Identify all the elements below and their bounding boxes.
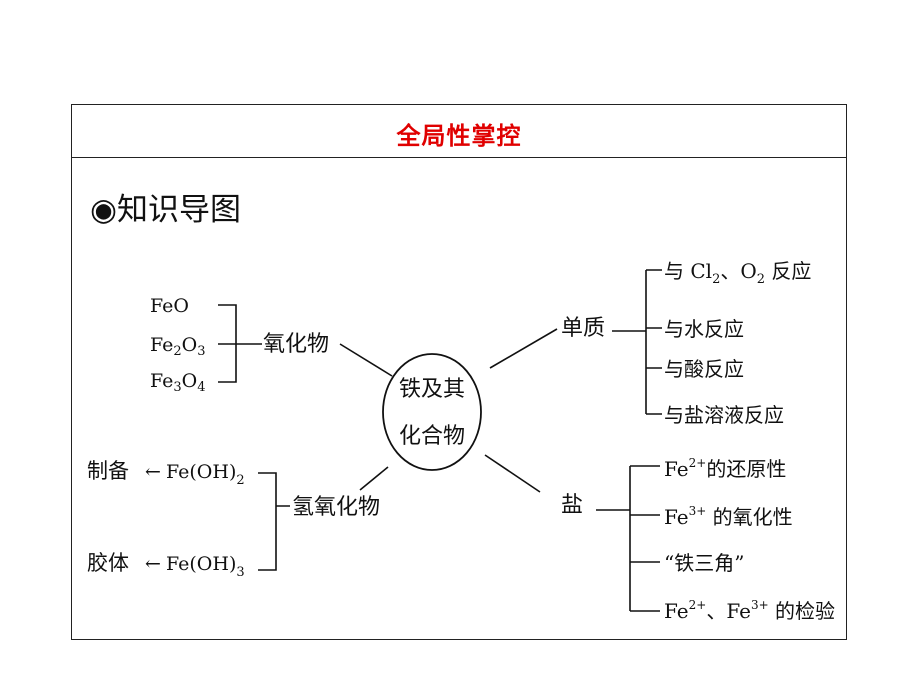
diagram-frame — [71, 104, 847, 640]
hydroxides-label: 氢氧化物 — [292, 495, 380, 520]
salt-fe2-reducing: Fe2+的还原性 — [664, 456, 786, 481]
hydroxide-use-1: 制备 — [87, 459, 129, 483]
reaction-salt-solution: 与盐溶液反应 — [664, 403, 784, 427]
salt-fe3-oxidizing: Fe3+ 的氧化性 — [664, 504, 793, 529]
salt-ion-test: Fe2+、Fe3+ 的检验 — [664, 598, 835, 623]
center-node — [382, 353, 482, 471]
oxide-fe3o4: Fe3O4 — [150, 370, 206, 395]
page-title: 全局性掌控 — [396, 122, 522, 150]
connector-oxides — [339, 343, 393, 377]
hydroxides-bracket — [258, 472, 290, 571]
reaction-water: 与水反应 — [664, 317, 744, 341]
connector-element — [489, 328, 558, 369]
salts-label: 盐 — [561, 493, 583, 518]
connector-salts — [484, 454, 541, 493]
element-label: 单质 — [561, 316, 605, 341]
oxide-fe2o3: Fe2O3 — [150, 334, 206, 359]
reaction-acid: 与酸反应 — [664, 357, 744, 381]
hydroxide-arrow-2: ← — [145, 553, 161, 575]
salts-bracket — [596, 465, 660, 612]
header-divider — [71, 157, 847, 158]
center-label-line1: 铁及其 — [399, 377, 465, 402]
element-bracket — [612, 269, 662, 415]
connector-hydroxides — [359, 466, 389, 491]
center-label-line2: 化合物 — [399, 424, 465, 449]
oxide-feo: FeO — [150, 295, 189, 317]
salt-iron-triangle: “铁三角” — [664, 551, 744, 575]
oxides-label: 氧化物 — [263, 332, 329, 357]
hydroxide-formula-3: Fe(OH)3 — [166, 553, 245, 580]
reaction-cl2-o2: 与 Cl2、O2 反应 — [664, 259, 811, 287]
hydroxide-formula-2: Fe(OH)2 — [166, 461, 245, 488]
hydroxide-use-2: 胶体 — [87, 551, 129, 575]
hydroxide-arrow-1: ← — [145, 461, 161, 483]
oxides-bracket — [218, 304, 262, 383]
section-title: ◉知识导图 — [90, 192, 242, 228]
